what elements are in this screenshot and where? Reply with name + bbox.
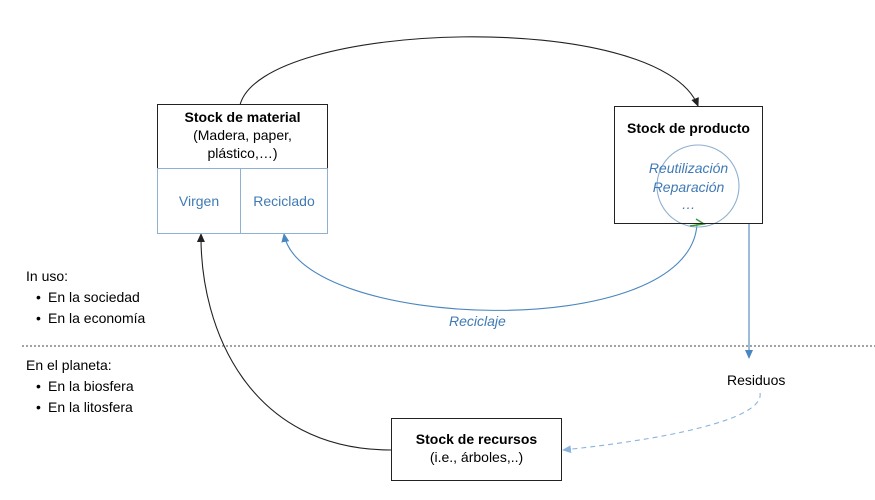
- in-use-item: En la sociedad: [26, 287, 145, 308]
- in-use-legend: In uso: En la sociedad En la economía: [26, 266, 145, 329]
- waste-return-arrow: [562, 392, 761, 454]
- virgin-material-box: Virgen: [157, 168, 241, 234]
- material-stock-title: Stock de material: [184, 109, 301, 125]
- planet-legend: En el planeta: En la biosfera En la lito…: [26, 355, 134, 418]
- planet-heading: En el planeta:: [26, 357, 112, 373]
- material-stock-box: Stock de material (Madera, paper, plásti…: [157, 104, 328, 169]
- product-stock-box: Stock de producto: [614, 106, 763, 224]
- in-use-heading: In uso:: [26, 268, 69, 284]
- extraction-flow-arrow: [196, 233, 392, 451]
- reuse-cycle-circle: [656, 144, 740, 228]
- resource-stock-subtitle: (i.e., árboles,..): [429, 449, 524, 465]
- material-stock-subtitle-2: plástico,…): [207, 145, 278, 161]
- recycled-material-box: Reciclado: [240, 168, 328, 234]
- material-stock-subtitle-1: (Madera, paper,: [193, 127, 292, 143]
- production-flow-arrow: [239, 36, 699, 107]
- in-use-item: En la economía: [26, 308, 145, 329]
- resource-stock-title: Stock de recursos: [415, 431, 538, 447]
- waste-label: Residuos: [727, 372, 786, 388]
- more-label: …: [681, 196, 696, 212]
- reuse-cycle-arrowhead: [689, 218, 706, 227]
- planet-item: En la biosfera: [26, 376, 134, 397]
- resource-stock-box: Stock de recursos (i.e., árboles,..): [391, 418, 562, 481]
- reuse-label: Reutilización: [648, 160, 729, 176]
- recycling-label: Reciclaje: [449, 313, 506, 329]
- product-stock-title: Stock de producto: [627, 120, 750, 136]
- planet-item: En la litosfera: [26, 397, 134, 418]
- recycling-flow-arrow: [281, 223, 698, 311]
- repair-label: Reparación: [652, 179, 725, 195]
